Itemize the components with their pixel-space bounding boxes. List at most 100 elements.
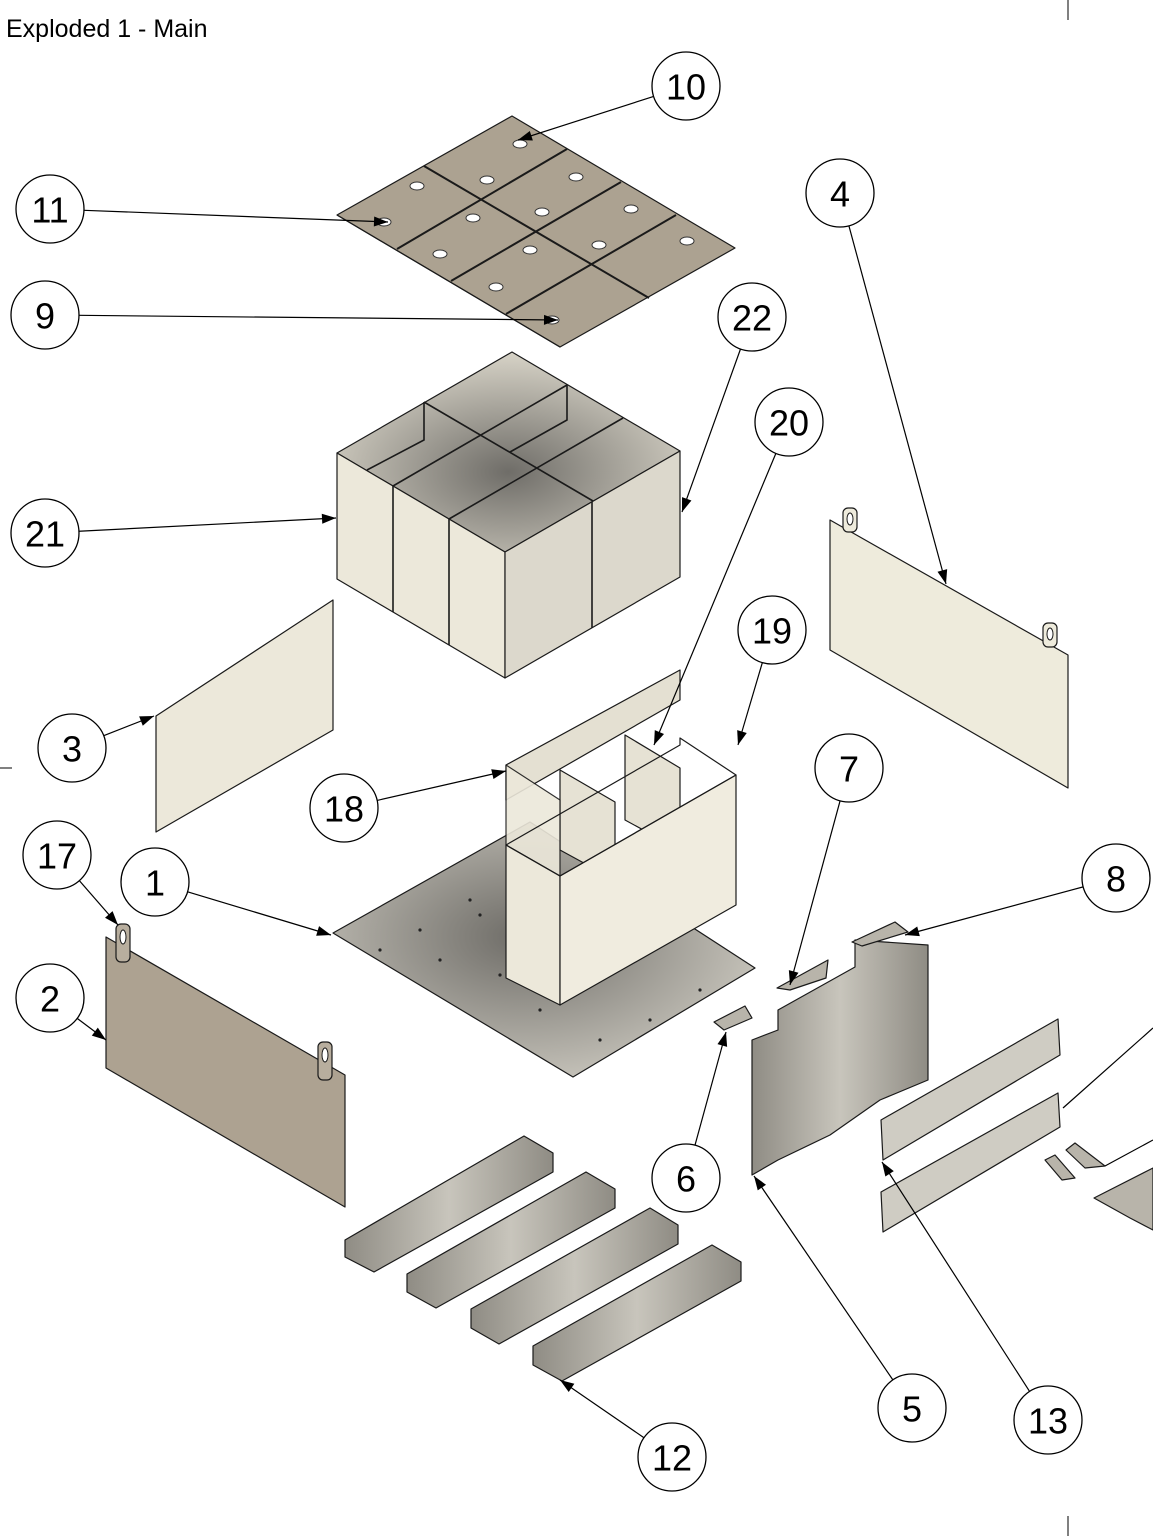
leader-line-7 bbox=[789, 800, 841, 986]
balloon-circle bbox=[814, 733, 884, 803]
corrugated-panel-5 bbox=[751, 939, 929, 1176]
balloon-circle bbox=[15, 174, 85, 244]
balloon-label: 21 bbox=[25, 514, 65, 555]
leader-line-6 bbox=[694, 1031, 727, 1146]
balloon-circle bbox=[651, 1143, 721, 1213]
leader-line-10 bbox=[517, 95, 654, 141]
bracket-7 bbox=[776, 959, 829, 991]
balloon-label: 1 bbox=[145, 863, 165, 904]
balloon-label: 12 bbox=[652, 1438, 692, 1479]
balloon-2: 2 bbox=[15, 963, 85, 1033]
balloon-circle bbox=[651, 51, 721, 121]
balloon-label: 17 bbox=[37, 836, 77, 877]
leader-arrow-7 bbox=[788, 970, 799, 985]
leader-line-1 bbox=[187, 891, 332, 936]
lid-panel bbox=[336, 115, 736, 348]
leader-arrow-8 bbox=[905, 926, 920, 937]
balloon-label: 7 bbox=[839, 749, 859, 790]
balloon-label: 4 bbox=[830, 174, 850, 215]
balloon-circle bbox=[737, 595, 807, 665]
balloon-7: 7 bbox=[814, 733, 884, 803]
balloon-circle bbox=[717, 282, 787, 352]
leader-line-21 bbox=[78, 517, 337, 532]
leader-arrow-3 bbox=[139, 716, 154, 726]
view-title: Exploded 1 - Main bbox=[6, 15, 208, 43]
leader-line-4 bbox=[848, 225, 947, 585]
leader-line-18 bbox=[377, 770, 507, 802]
balloon-label: 10 bbox=[666, 67, 706, 108]
balloon-label: 5 bbox=[902, 1389, 922, 1430]
bracket-8 bbox=[851, 921, 909, 947]
leader-line-22 bbox=[681, 348, 742, 513]
balloon-1: 1 bbox=[120, 847, 190, 917]
right-brackets bbox=[1044, 1142, 1153, 1231]
leader-arrow-4 bbox=[937, 569, 948, 584]
balloon-label: 2 bbox=[40, 979, 60, 1020]
leader-arrow-21 bbox=[321, 513, 336, 524]
leader-arrow-12 bbox=[560, 1380, 575, 1393]
balloon-label: 9 bbox=[35, 296, 55, 337]
balloon-22: 22 bbox=[717, 282, 787, 352]
leader-line-8 bbox=[904, 886, 1084, 936]
balloon-13: 13 bbox=[1013, 1385, 1083, 1455]
leader-arrow-19 bbox=[737, 730, 747, 745]
balloon-label: 8 bbox=[1106, 859, 1126, 900]
leader-arrow-22 bbox=[682, 497, 692, 512]
leader-line-19 bbox=[737, 662, 763, 746]
leader-arrow-20 bbox=[654, 730, 665, 745]
leader-line-12 bbox=[559, 1379, 645, 1439]
balloon-19: 19 bbox=[737, 595, 807, 665]
leader-arrow-2 bbox=[91, 1027, 106, 1040]
leader-arrow-5 bbox=[754, 1176, 767, 1191]
balloon-label: 20 bbox=[769, 403, 809, 444]
balloon-6: 6 bbox=[651, 1143, 721, 1213]
leader-line-9 bbox=[78, 314, 559, 321]
side-panel-3 bbox=[155, 599, 334, 833]
balloon-circle bbox=[10, 498, 80, 568]
leader-line-11 bbox=[83, 209, 389, 223]
front-panel-2 bbox=[105, 923, 346, 1208]
leader-line-13 bbox=[881, 1161, 1031, 1392]
balloon-circle bbox=[1013, 1385, 1083, 1455]
balloon-12: 12 bbox=[637, 1422, 707, 1492]
balloon-18: 18 bbox=[309, 773, 379, 843]
leader-arrow-9 bbox=[543, 314, 558, 325]
leader-arrow-10 bbox=[518, 130, 533, 141]
balloon-4: 4 bbox=[805, 158, 875, 228]
balloon-10: 10 bbox=[651, 51, 721, 121]
angle-strips-13 bbox=[880, 1018, 1061, 1233]
balloon-circle bbox=[15, 963, 85, 1033]
balloon-label: 18 bbox=[324, 789, 364, 830]
balloon-label: 19 bbox=[752, 611, 792, 652]
balloon-label: 11 bbox=[31, 190, 68, 231]
leader-arrow-11 bbox=[373, 216, 388, 227]
leader-offpage-2 bbox=[1104, 1139, 1153, 1167]
leader-arrow-13 bbox=[882, 1162, 894, 1177]
balloon-circle bbox=[10, 280, 80, 350]
leader-arrow-17 bbox=[105, 911, 118, 925]
cell-grid bbox=[336, 351, 681, 679]
balloon-label: 3 bbox=[62, 729, 82, 770]
leader-line-20 bbox=[653, 453, 777, 746]
side-panel-4 bbox=[829, 507, 1069, 789]
leader-arrow-1 bbox=[316, 926, 331, 936]
balloon-circle bbox=[1081, 843, 1151, 913]
bracket-6 bbox=[713, 1005, 753, 1031]
balloon-circle bbox=[37, 713, 107, 783]
balloon-11: 11 bbox=[15, 174, 85, 244]
balloon-20: 20 bbox=[754, 387, 824, 457]
balloon-21: 21 bbox=[10, 498, 80, 568]
balloon-17: 17 bbox=[22, 820, 92, 890]
leader-line-5 bbox=[753, 1175, 894, 1381]
balloon-9: 9 bbox=[10, 280, 80, 350]
balloon-circle bbox=[22, 820, 92, 890]
divider-box bbox=[505, 669, 737, 1006]
balloon-circle bbox=[805, 158, 875, 228]
balloon-circle bbox=[877, 1373, 947, 1443]
balloon-circle bbox=[637, 1422, 707, 1492]
balloon-label: 6 bbox=[676, 1159, 696, 1200]
balloon-label: 22 bbox=[732, 298, 772, 339]
balloon-3: 3 bbox=[37, 713, 107, 783]
